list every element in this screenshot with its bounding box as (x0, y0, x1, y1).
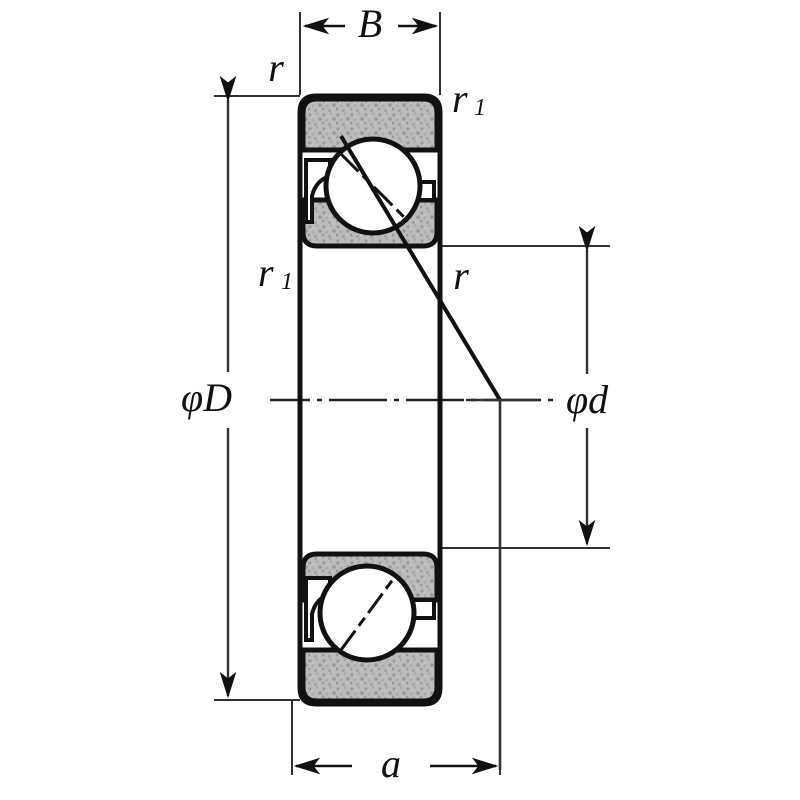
dimension-phi-d-inner: φd (555, 225, 633, 547)
outer-ring-lower (300, 647, 440, 704)
dimension-phi-d-outer: φD (181, 75, 270, 699)
dim-phidinner-label-backdrop (555, 374, 633, 428)
dim-phid-label-backdrop (196, 372, 270, 428)
ball-lower-axis-dashdot (339, 577, 396, 651)
label-r-mid-right: r (453, 253, 469, 298)
bearing-body-outline (297, 93, 443, 707)
ball-lower-circle (317, 563, 417, 663)
label-r-top-left: r (268, 45, 284, 90)
label-phi-d: φD (181, 375, 232, 420)
ball-upper-axis-dashdot (338, 151, 408, 221)
contact-angle-line (339, 134, 502, 402)
outer-ring-upper (300, 96, 440, 153)
bearing-envelope (297, 93, 443, 707)
label-r1-mid-left-base: r (258, 250, 274, 295)
label-r1-top-right-group: r 1 (452, 76, 486, 121)
label-b: B (358, 1, 382, 46)
outer-ring-upper-body (300, 96, 440, 153)
contact-angle-ray (339, 134, 502, 402)
label-r1-top-right-base: r (452, 76, 468, 121)
label-r1-mid-left-group: r 1 (258, 250, 293, 295)
label-r1-top-right-sub: 1 (474, 95, 486, 121)
ball-lower (317, 563, 417, 663)
outer-ring-lower-body (300, 647, 440, 704)
dimension-b: B (302, 1, 439, 46)
label-a: a (381, 741, 401, 786)
dimension-a: a (293, 741, 499, 786)
label-r1-mid-left-sub: 1 (281, 269, 293, 295)
label-phi-d-inner: φd (566, 377, 609, 422)
